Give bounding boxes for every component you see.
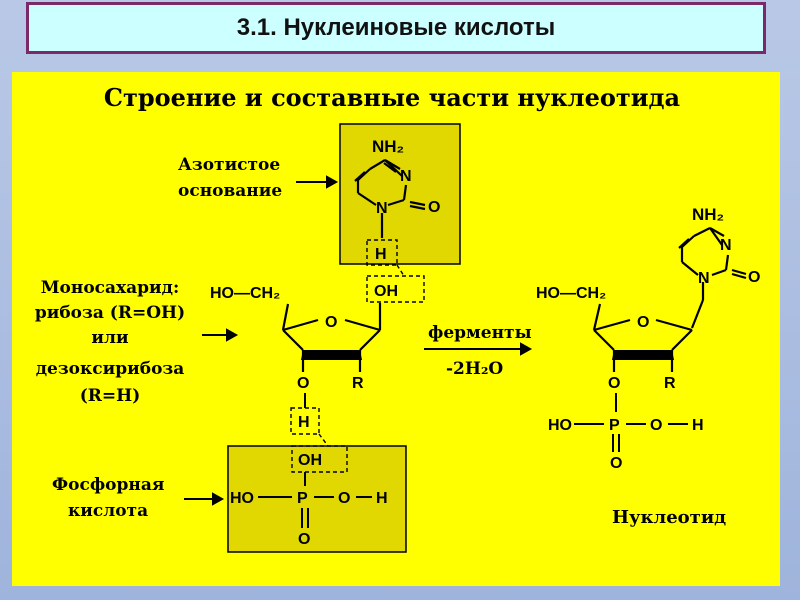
product-double-bond xyxy=(612,434,620,452)
slide-title: 3.1. Нуклеиновые кислоты xyxy=(236,14,556,41)
product-h: H xyxy=(692,417,704,434)
sugar-h: H xyxy=(298,414,310,431)
sugar-oh: OH xyxy=(374,283,398,300)
acid-double-bond xyxy=(301,508,309,528)
product-ho-ch2: HO—CH₂ xyxy=(536,285,606,302)
product-o3: O xyxy=(608,375,620,392)
product-n3: N xyxy=(720,237,732,254)
sugar-ho-ch2: HO—CH₂ xyxy=(210,285,280,302)
diagram-heading: Строение и составные части нуклеотида xyxy=(104,83,680,112)
label-sugar-line5: (R=H) xyxy=(80,386,141,406)
base-ring xyxy=(354,159,426,238)
arrow-acid xyxy=(184,492,225,506)
product-o: O xyxy=(650,417,662,434)
sugar-r: R xyxy=(352,375,364,392)
reaction-water: -2H₂O xyxy=(446,359,503,379)
label-sugar-line4: дезоксирибоза xyxy=(36,359,185,379)
product-double-o: O xyxy=(610,455,622,472)
sugar-o3: O xyxy=(297,375,309,392)
arrow-base xyxy=(296,175,339,189)
label-base-line1: Азотистое xyxy=(178,155,280,175)
product-nh2: NH₂ xyxy=(692,205,724,224)
dashed-link-base xyxy=(366,239,425,303)
acid-double-o: O xyxy=(298,531,310,548)
product-ho: HO xyxy=(548,417,572,434)
base-nh2: NH₂ xyxy=(372,137,404,156)
label-product: Нуклеотид xyxy=(612,507,726,528)
product-n1: N xyxy=(698,270,710,287)
product-sugar-ring xyxy=(592,303,693,372)
reaction-enzymes: ферменты xyxy=(428,323,532,343)
product-ring-o: O xyxy=(637,314,649,331)
label-acid-line2: кислота xyxy=(68,501,148,521)
product-sugar-bold-edge xyxy=(612,350,674,360)
base-n3: N xyxy=(400,168,412,185)
sugar-ring-o: O xyxy=(325,314,337,331)
base-o: O xyxy=(428,199,440,216)
label-sugar-line2: рибоза (R=OH) xyxy=(35,303,185,323)
base-n1: N xyxy=(376,200,388,217)
base-h: H xyxy=(375,246,387,263)
sugar-bold-edge xyxy=(301,350,362,360)
slide-title-box: 3.1. Нуклеиновые кислоты xyxy=(26,2,766,54)
base-box xyxy=(339,123,461,265)
label-base-line2: основание xyxy=(178,181,282,201)
label-sugar-line1: Моносахарид: xyxy=(41,278,180,298)
product-p: P xyxy=(609,417,620,434)
product-base-o: O xyxy=(748,269,760,286)
reaction-arrow xyxy=(424,342,533,356)
acid-p: P xyxy=(297,490,308,507)
label-sugar-line3: или xyxy=(91,328,129,348)
acid-o: O xyxy=(338,490,350,507)
acid-oh: OH xyxy=(298,452,322,469)
acid-h: H xyxy=(376,490,388,507)
phosphate-box xyxy=(227,445,407,553)
label-acid-line1: Фосфорная xyxy=(52,475,164,495)
acid-ho: HO xyxy=(230,490,254,507)
product-base-ring xyxy=(678,227,747,329)
product-r: R xyxy=(664,375,676,392)
arrow-sugar xyxy=(202,328,239,342)
